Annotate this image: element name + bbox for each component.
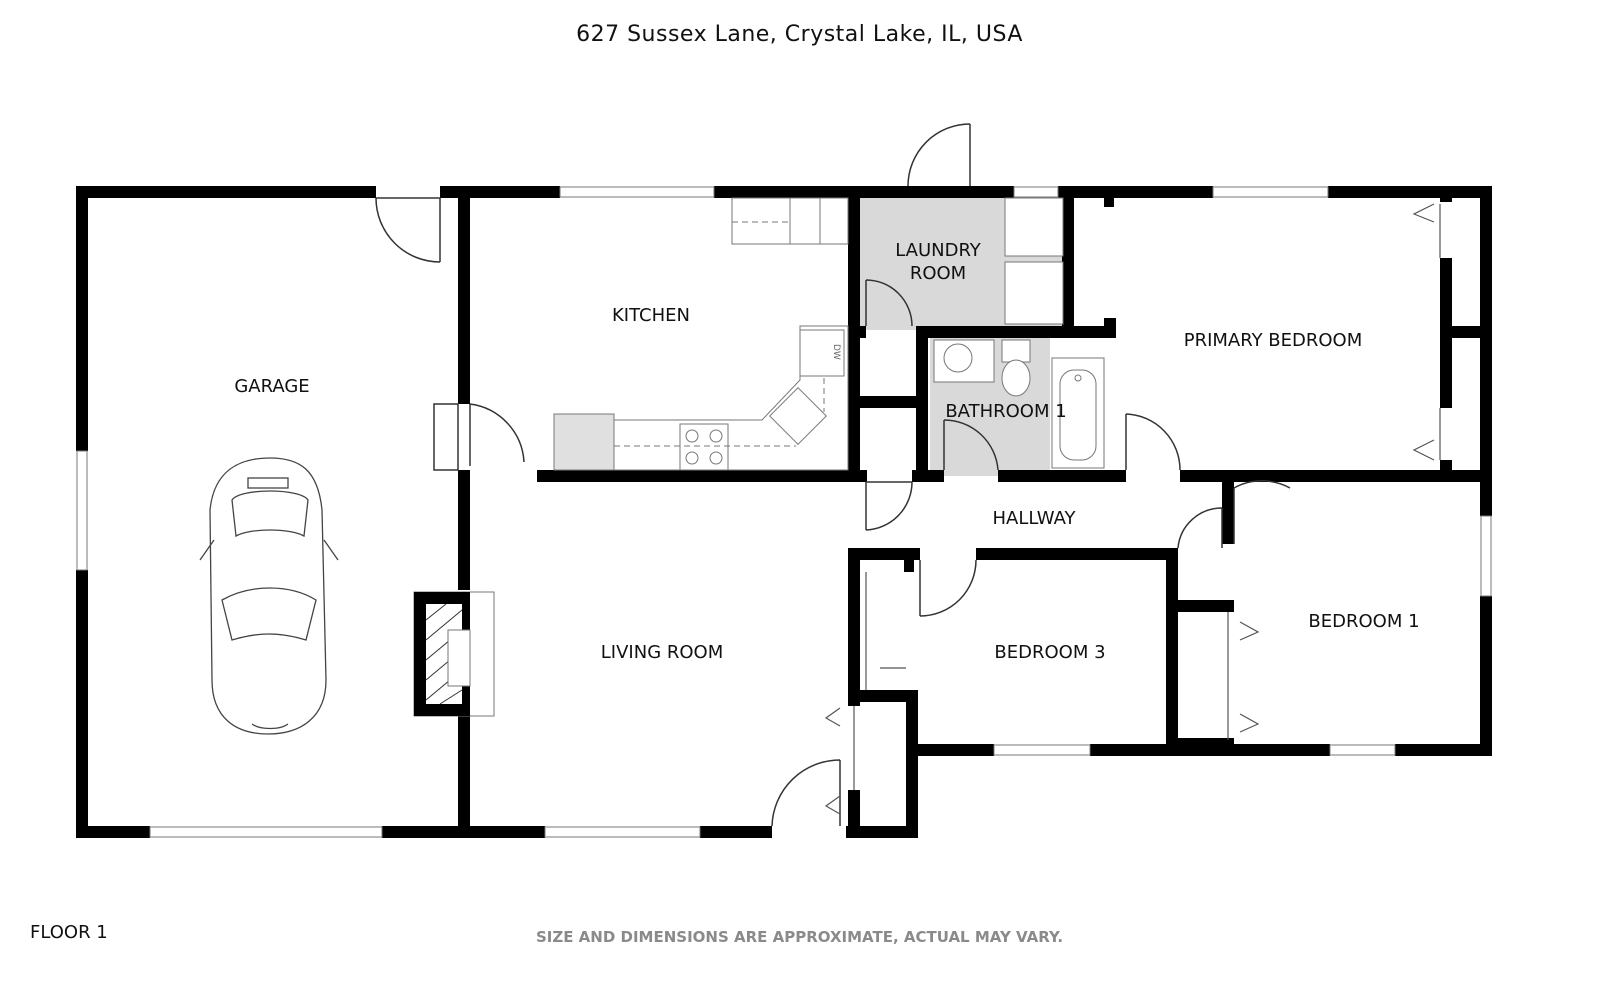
disclaimer: SIZE AND DIMENSIONS ARE APPROXIMATE, ACT…	[535, 928, 1064, 946]
room-label-laundry-room: ROOM	[910, 263, 966, 284]
room-label-laundry: LAUNDRY	[895, 240, 982, 261]
windows	[76, 186, 1492, 838]
room-label-living-room: LIVING ROOM	[601, 642, 723, 663]
room-label-kitchen: KITCHEN	[612, 305, 690, 326]
room-label-primary-bedroom: PRIMARY BEDROOM	[1184, 330, 1363, 351]
room-label-bedroom3: BEDROOM 3	[994, 642, 1105, 663]
room-label-bedroom1: BEDROOM 1	[1308, 611, 1419, 632]
closet-doors	[824, 203, 1441, 815]
page-title: 627 Sussex Lane, Crystal Lake, IL, USA	[576, 22, 1023, 47]
laundry-appliances	[1004, 197, 1064, 325]
dishwasher-label: DW	[831, 344, 841, 360]
room-label-bathroom: BATHROOM 1	[945, 401, 1066, 422]
car-icon	[199, 457, 339, 735]
bathroom-fixtures	[933, 339, 1105, 469]
fireplace	[413, 591, 495, 717]
interior-walls	[458, 186, 1492, 838]
floor-label: FLOOR 1	[30, 922, 108, 943]
doors	[375, 123, 1291, 827]
room-label-hallway: HALLWAY	[993, 508, 1077, 529]
room-label-garage: GARAGE	[234, 376, 309, 397]
kitchen-cabinets	[553, 197, 849, 471]
